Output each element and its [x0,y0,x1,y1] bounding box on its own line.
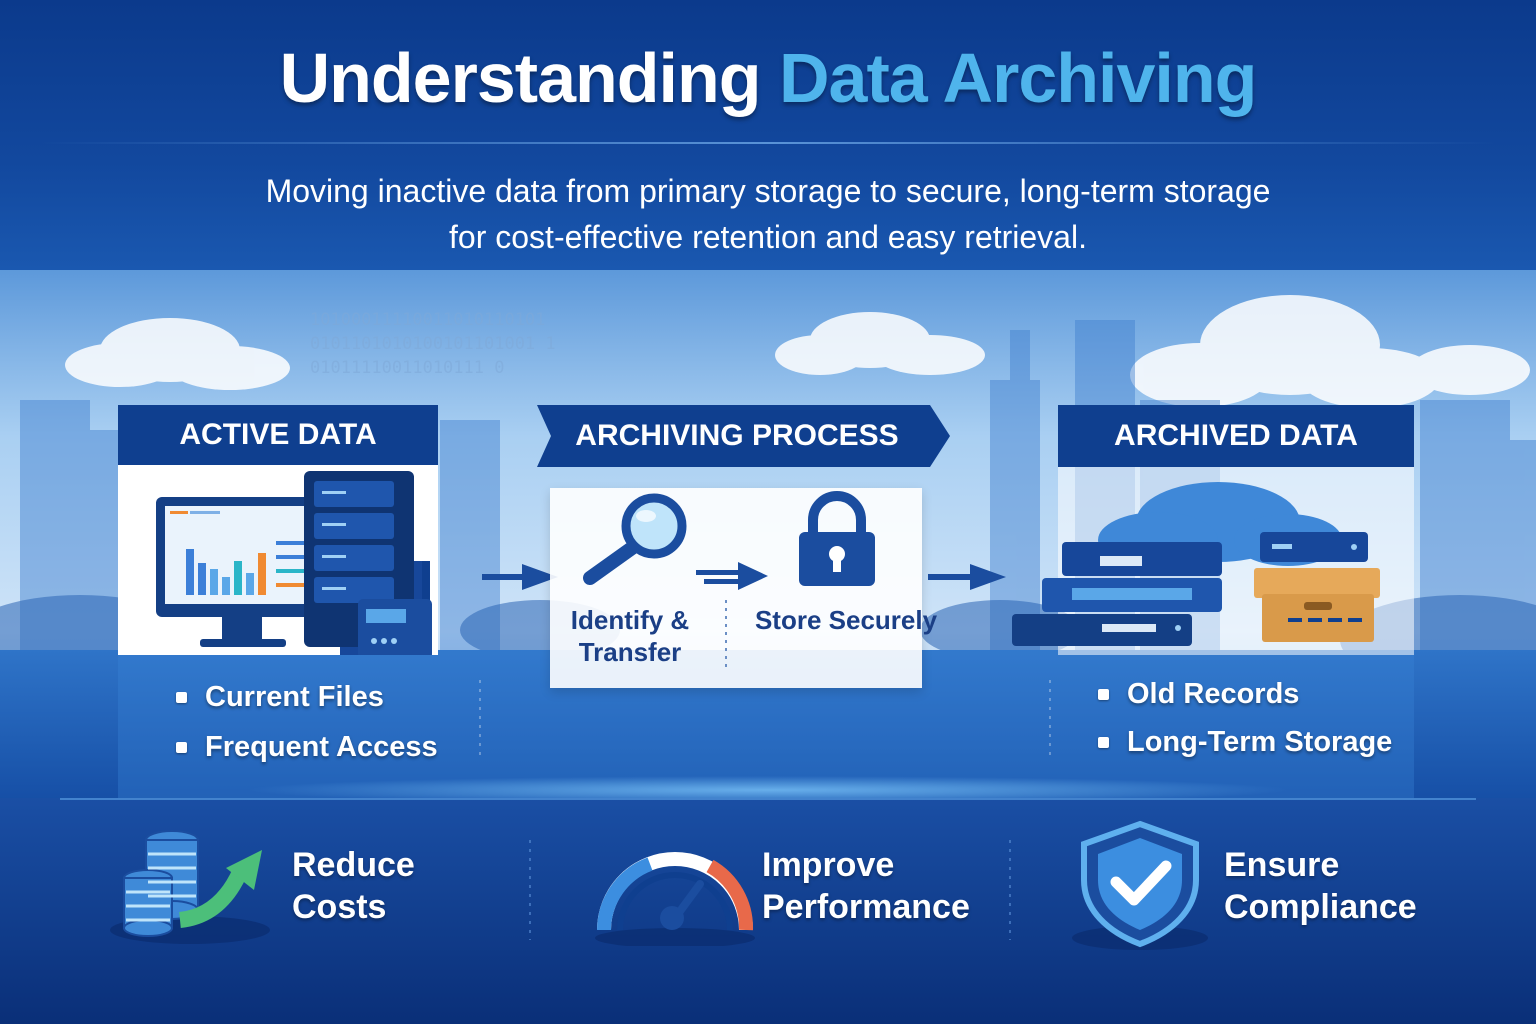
active-data-bullets: Current Files Frequent Access [176,672,438,772]
coins-growth-icon [110,830,270,944]
bullet-label: Old Records [1127,677,1300,710]
step-identify-transfer: Identify & Transfer [540,604,720,668]
benefit-line-2: Performance [762,888,970,926]
bullet-label: Current Files [205,680,384,713]
monitor-icon [156,497,330,647]
step-identify-line-2: Transfer [578,637,682,667]
bullet-old-records: Old Records [1098,670,1392,718]
binary-line-3: 01011110011010111 0 [310,358,505,378]
benefit-line-2: Costs [292,888,387,926]
archive-storage-illustration [1012,482,1380,646]
arrow-right-icon [482,564,558,590]
subtitle-line-2: for cost-effective retention and easy re… [449,219,1087,255]
benefit-line-1: Reduce [292,846,415,884]
bullet-label: Long-Term Storage [1127,725,1393,758]
step-store-securely: Store Securely [754,605,938,635]
binary-line-2: 0101101010100101101001 1 [310,334,556,354]
bullet-marker [176,741,187,753]
title-divider [40,142,1496,144]
server-rack-icon [304,471,432,659]
step-identify-line-1: Identify & [570,605,690,635]
benefit-line-1: Ensure [1224,846,1340,884]
title-part-2: Data Archiving [778,39,1257,117]
benefit-line-2: Compliance [1224,888,1417,926]
speedometer-icon [595,852,755,946]
bullet-marker [176,691,187,703]
bullet-frequent-access: Frequent Access [176,722,438,772]
archiving-process-banner [537,405,950,467]
archived-data-bullets: Old Records Long-Term Storage [1098,670,1392,766]
benefit-line-1: Improve [762,846,895,884]
bullet-marker [1098,688,1109,700]
computer-and-servers-illustration [156,471,432,701]
server-unit-icon [1260,532,1368,562]
magnifier-icon [583,493,687,585]
benefit-improve-performance: Improve Performance [762,844,970,928]
subtitle-line-1: Moving inactive data from primary storag… [265,173,1271,209]
padlock-icon [799,491,875,586]
archived-data-heading: ARCHIVED DATA [1058,405,1414,467]
benefit-ensure-compliance: Ensure Compliance [1224,844,1417,928]
arrow-right-icon [928,564,1006,590]
bullet-label: Frequent Access [205,730,438,763]
active-data-card: ACTIVE DATA [118,405,438,701]
server-stack-icon [1012,542,1222,646]
bullet-current-files: Current Files [176,672,438,722]
shield-check-icon [1072,820,1208,950]
page-title: Understanding Data Archiving [0,38,1536,118]
bullet-marker [1098,736,1109,748]
binary-decoration: 10100011110011010110101 0101101010100101… [310,308,556,380]
archive-box-icon [1254,568,1380,642]
bullet-long-term-storage: Long-Term Storage [1098,718,1392,766]
header-band [0,0,1536,270]
archiving-process-heading: ARCHIVING PROCESS [575,419,899,452]
binary-line-1: 10100011110011010110101 [310,310,546,330]
active-data-heading: ACTIVE DATA [118,405,438,465]
benefit-reduce-costs: Reduce Costs [292,844,415,928]
dotted-divider [725,600,727,670]
transfer-arrow-icon [696,562,768,590]
title-part-1: Understanding [279,39,762,117]
subtitle: Moving inactive data from primary storag… [0,168,1536,260]
